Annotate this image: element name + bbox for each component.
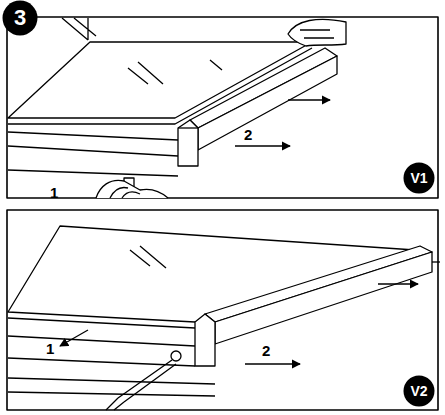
- badge-text: V2: [410, 383, 427, 399]
- callout-number: 1: [46, 340, 54, 357]
- shelf-v1: [8, 18, 346, 198]
- badge-circle: [404, 376, 435, 407]
- badge-text: V1: [410, 170, 427, 186]
- callout-number: 2: [244, 126, 252, 143]
- callout-number: 2: [262, 342, 270, 359]
- badge-text: 3: [14, 5, 26, 31]
- shelf-v2: [8, 226, 440, 410]
- step-badge: V1: [403, 162, 435, 194]
- callout-number: 1: [50, 184, 58, 201]
- step-badge: 3: [2, 0, 38, 36]
- panel-frame: [7, 210, 438, 410]
- badge-circle: [404, 163, 435, 194]
- step-badge: V2: [403, 375, 435, 407]
- badge-circle: [3, 1, 38, 36]
- panel-frame: [7, 17, 438, 198]
